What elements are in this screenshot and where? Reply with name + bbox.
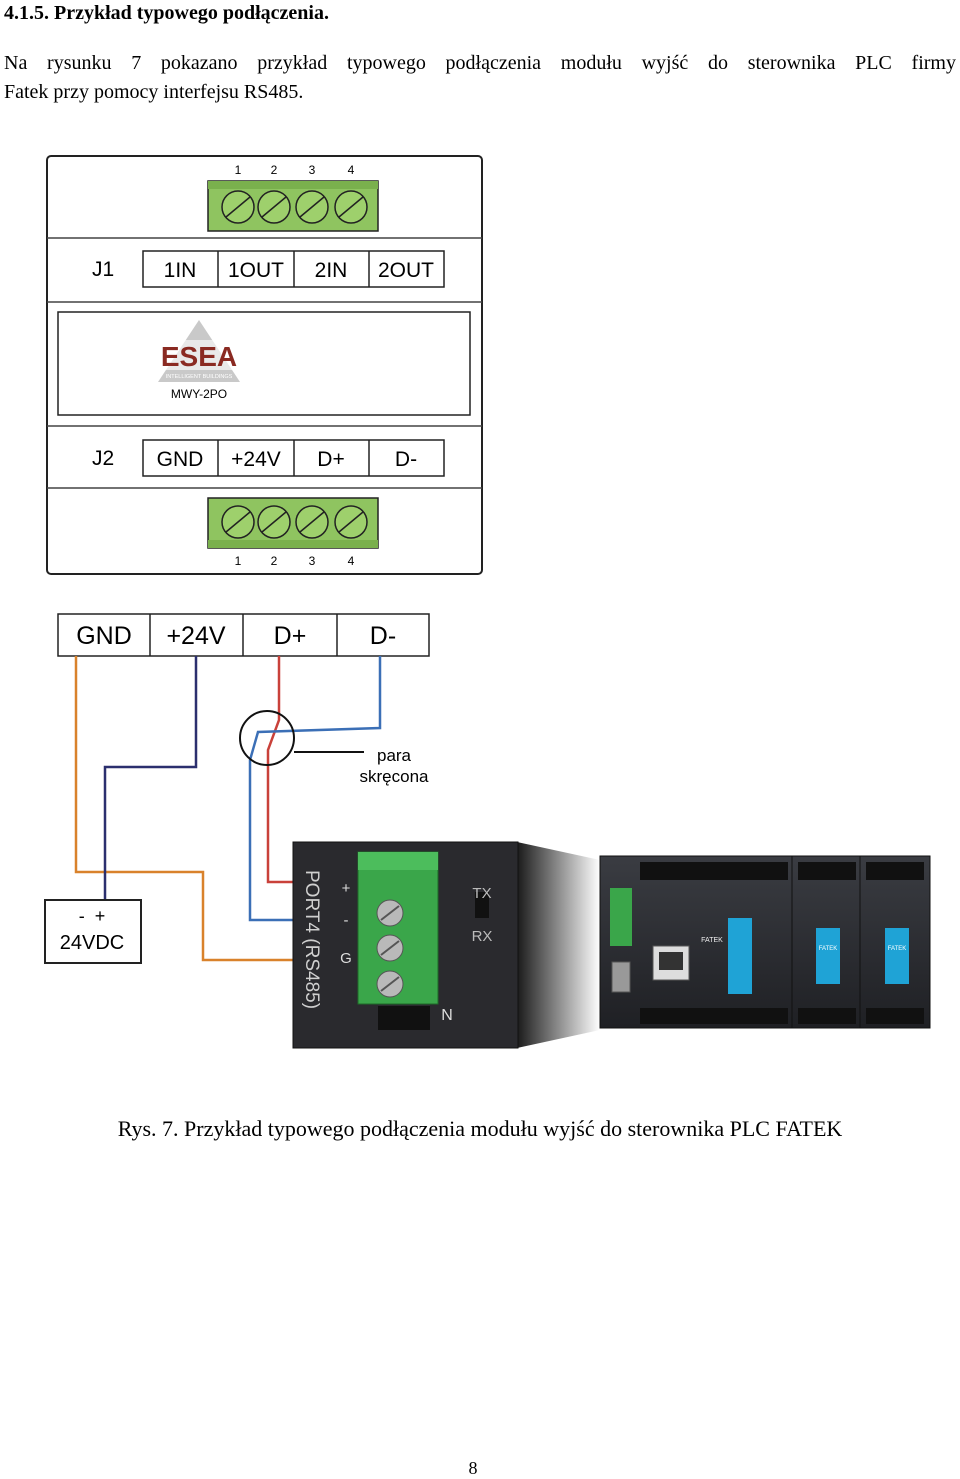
wire-terminal-dplus: D+ bbox=[274, 622, 307, 650]
wires bbox=[74, 656, 382, 962]
plc-brand-ext1: FATEK bbox=[819, 946, 838, 952]
bottom-pin-4: 4 bbox=[348, 554, 355, 568]
j2-terminal-dminus: D- bbox=[395, 448, 417, 471]
top-pin-1: 1 bbox=[235, 163, 242, 177]
twisted-pair-marker: para skręcona bbox=[239, 710, 430, 786]
plc-port-closeup: PORT4 (RS485) + - G TX RX N bbox=[292, 841, 519, 1049]
bottom-pin-3: 3 bbox=[309, 554, 316, 568]
plc-brand-main: FATEK bbox=[701, 937, 723, 944]
j1-terminal-2in: 2IN bbox=[315, 259, 348, 282]
wire-dminus-blue bbox=[248, 656, 382, 922]
j2-terminal-gnd: GND bbox=[157, 448, 204, 471]
wire-24v-navy bbox=[103, 656, 198, 900]
top-terminal-block bbox=[207, 180, 379, 232]
figure-caption: Rys. 7. Przykład typowego podłączenia mo… bbox=[117, 1116, 843, 1141]
page-number: 8 bbox=[468, 1458, 478, 1478]
wire-gnd-orange bbox=[74, 656, 293, 962]
port4-label: PORT4 (RS485) bbox=[301, 870, 322, 1009]
esea-logo: ESEA INTELLIGENT BUILDINGS bbox=[152, 320, 246, 382]
wire-terminal-24v: +24V bbox=[166, 622, 225, 650]
port-pin-plus: + bbox=[342, 880, 351, 897]
twisted-pair-label-2: skręcona bbox=[360, 767, 430, 786]
wire-terminal-gnd: GND bbox=[76, 622, 132, 650]
j2-terminal-strip: GND +24V D+ D- bbox=[142, 439, 445, 477]
plc-brand-ext2: FATEK bbox=[888, 946, 907, 952]
j2-label: J2 bbox=[92, 447, 114, 470]
wire-terminal-dminus: D- bbox=[370, 622, 396, 650]
module-model: MWY-2PO bbox=[171, 387, 227, 401]
logo-text: ESEA bbox=[161, 341, 237, 372]
psu-polarity: - + bbox=[79, 906, 106, 926]
port-pin-g: G bbox=[340, 950, 352, 967]
j1-terminal-2out: 2OUT bbox=[378, 259, 434, 282]
intro-line-1: Na rysunku 7 pokazano przykład typowego … bbox=[4, 52, 956, 74]
j1-label: J1 bbox=[92, 258, 114, 281]
top-pin-4: 4 bbox=[348, 163, 355, 177]
psu-label: 24VDC bbox=[60, 932, 124, 954]
zoom-beam bbox=[517, 842, 600, 1048]
module-diagram: 1 2 3 4 J1 1IN 1OUT 2IN 2OUT bbox=[46, 155, 483, 575]
port-pin-minus: - bbox=[344, 912, 349, 929]
port-rx: RX bbox=[472, 928, 493, 945]
wiring-terminal-header: GND +24V D+ D- bbox=[57, 613, 430, 657]
twisted-pair-label-1: para bbox=[377, 746, 412, 765]
j2-terminal-24v: +24V bbox=[231, 448, 281, 471]
intro-line-2: Fatek przy pomocy interfejsu RS485. bbox=[4, 81, 304, 103]
section-heading: 4.1.5. Przykład typowego podłączenia. bbox=[4, 2, 329, 24]
wiring-figure: 1 2 3 4 J1 1IN 1OUT 2IN 2OUT bbox=[44, 155, 931, 1049]
power-supply-24vdc: - + 24VDC bbox=[44, 899, 142, 964]
top-pin-3: 3 bbox=[309, 163, 316, 177]
j1-terminal-strip: 1IN 1OUT 2IN 2OUT bbox=[142, 250, 445, 288]
module-label-plate bbox=[57, 311, 471, 416]
port-tx: TX bbox=[472, 885, 491, 902]
j2-terminal-dplus: D+ bbox=[317, 448, 344, 471]
j1-terminal-1in: 1IN bbox=[164, 259, 197, 282]
bottom-terminal-block bbox=[207, 497, 379, 549]
bottom-pin-2: 2 bbox=[271, 554, 278, 568]
bottom-pin-1: 1 bbox=[235, 554, 242, 568]
port-n: N bbox=[441, 1007, 453, 1024]
fatek-plc-unit: FATEK FATEK FATEK bbox=[599, 855, 931, 1029]
j1-terminal-1out: 1OUT bbox=[228, 259, 284, 282]
logo-tagline: INTELLIGENT BUILDINGS bbox=[166, 374, 233, 380]
top-pin-2: 2 bbox=[271, 163, 278, 177]
wire-dplus-red bbox=[266, 656, 293, 884]
intro-paragraph: Na rysunku 7 pokazano przykład typowego … bbox=[4, 49, 956, 107]
